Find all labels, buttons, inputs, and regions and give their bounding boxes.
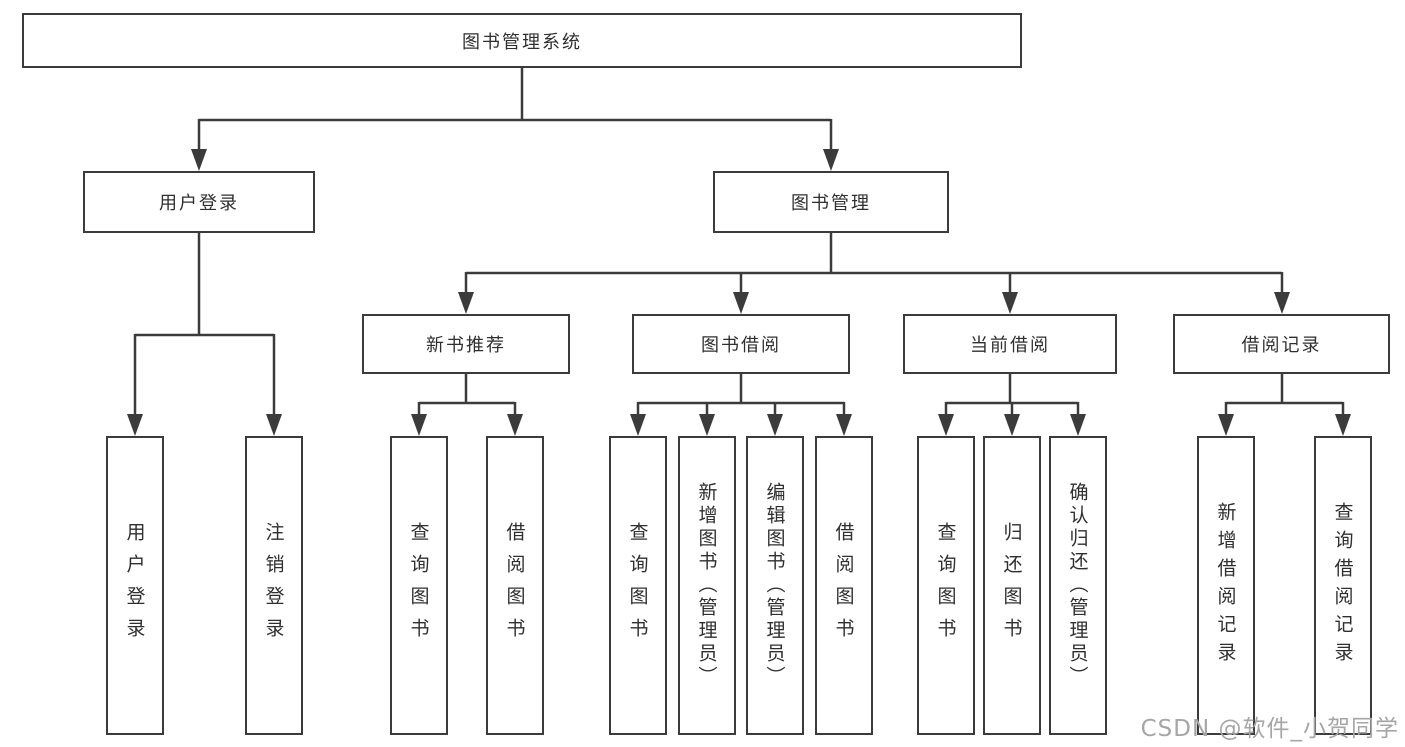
leaf-query-books-recommend: 查询图书 bbox=[390, 436, 448, 735]
leaf-user-login: 用户登录 bbox=[106, 436, 164, 735]
leaf-borrow-books-recommend: 借阅图书 bbox=[486, 436, 544, 735]
node-new-book-recommend: 新书推荐 bbox=[362, 314, 570, 374]
leaf-query-borrow-record: 查询借阅记录 bbox=[1314, 436, 1372, 735]
leaf-logout: 注销登录 bbox=[245, 436, 303, 735]
leaf-add-borrow-record: 新增借阅记录 bbox=[1197, 436, 1255, 735]
leaf-edit-books-admin: 编辑图书（管理员） bbox=[746, 436, 804, 735]
leaf-borrow-books: 借阅图书 bbox=[815, 436, 873, 735]
leaf-add-books-admin: 新增图书（管理员） bbox=[678, 436, 736, 735]
node-book-borrow: 图书借阅 bbox=[632, 314, 850, 374]
node-user-login: 用户登录 bbox=[83, 171, 315, 233]
node-root-system: 图书管理系统 bbox=[22, 13, 1022, 68]
leaf-query-books-borrow: 查询图书 bbox=[609, 436, 667, 735]
leaf-return-books: 归还图书 bbox=[983, 436, 1041, 735]
node-current-borrow: 当前借阅 bbox=[903, 314, 1117, 374]
csdn-watermark: CSDN @软件_小贺同学 bbox=[1140, 716, 1399, 742]
leaf-query-books-current: 查询图书 bbox=[917, 436, 975, 735]
node-book-management: 图书管理 bbox=[713, 171, 949, 233]
leaf-confirm-return-admin: 确认归还（管理员） bbox=[1049, 436, 1107, 735]
node-borrow-records: 借阅记录 bbox=[1173, 314, 1390, 374]
